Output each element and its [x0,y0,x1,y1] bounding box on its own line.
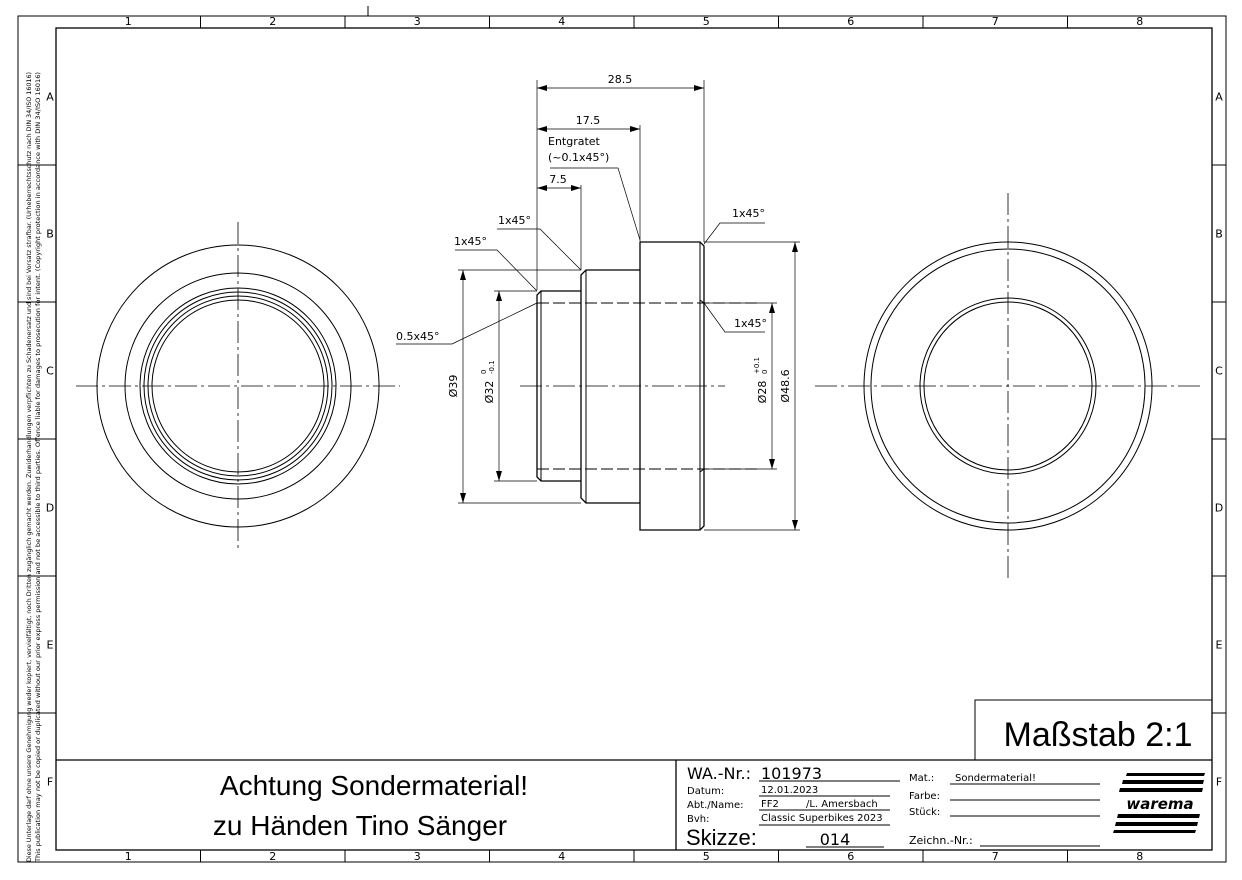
column-label: 7 [992,850,999,863]
deburr-note: Entgratet [548,135,601,148]
column-label: 8 [1136,15,1143,28]
chamfer-label: 1x45° [732,207,765,220]
scale-label: Maßstab 2:1 [1004,716,1193,754]
skizze-label: Skizze: [686,825,757,850]
column-label: 3 [414,850,421,863]
title-block: WA.-Nr.: 101973 Datum: 12.01.2023 Abt./N… [686,764,1205,850]
dim-length-1: 7.5 [549,173,567,186]
row-label: C [46,365,54,378]
dim-length-2: 17.5 [576,114,601,127]
warema-logo: warema [1113,773,1205,833]
row-label: A [1215,91,1223,104]
note-line-2: zu Händen Tino Sänger [213,810,507,841]
dim-dia-39: Ø39 [447,375,460,398]
dim-dia-28: Ø28 [756,381,769,404]
name-value: /L. Amersbach [806,799,878,810]
row-label: D [1215,502,1223,515]
column-label: 4 [558,850,565,863]
abt-label: Abt./Name: [687,800,744,811]
farbe-label: Farbe: [909,791,940,802]
dim-dia-28-tol-lower: 0 [761,370,769,374]
datum-value: 12.01.2023 [761,785,818,796]
logo-text: warema [1126,795,1193,813]
column-label: 3 [414,15,421,28]
left-end-view [76,222,400,548]
copyright-en: This publication may not be copied or du… [35,72,42,863]
row-label: F [47,776,53,789]
row-label: E [47,639,54,652]
mat-value: Sondermaterial! [955,773,1036,784]
column-label: 8 [1136,850,1143,863]
wa-value: 101973 [761,764,822,783]
dim-dia-28-tol-upper: +0.1 [753,357,761,374]
stueck-label: Stück: [909,807,940,818]
side-section-view [520,241,760,531]
column-label: 6 [847,15,854,28]
column-label: 5 [703,15,710,28]
chamfer-label: 1x45° [454,235,487,248]
dim-dia-32-tol-lower: -0.1 [488,360,496,374]
copyright-notice: Diese Unterlage darf ohne unsere Genehmi… [26,72,42,863]
chamfer-label: 1x45° [734,317,767,330]
chamfer-label: 0.5x45° [396,330,440,343]
column-label: 2 [269,15,276,28]
row-label: D [46,502,54,515]
column-label: 4 [558,15,565,28]
zeichn-label: Zeichn.-Nr.: [909,834,973,847]
column-label: 2 [269,850,276,863]
dim-dia-32: Ø32 [483,381,496,404]
right-end-view [815,193,1203,580]
bvh-label: Bvh: [687,814,710,825]
dim-dia-32-tol-upper: 0 [480,370,488,374]
column-label: 1 [125,850,132,863]
zone-grid [18,6,1226,862]
deburr-spec: (~0.1x45°) [548,151,609,164]
column-label: 6 [847,850,854,863]
row-label: A [46,91,54,104]
column-label: 7 [992,15,999,28]
row-label: B [1215,228,1223,241]
skizze-value: 014 [820,830,851,849]
column-label: 1 [125,15,132,28]
datum-label: Datum: [687,786,724,797]
dimensions: 28.5 17.5 7.5 Entgratet (~0.1x45°) 1x45°… [396,73,800,531]
chamfer-label: 1x45° [498,214,531,227]
dim-overall-length: 28.5 [608,73,633,86]
copyright-de: Diese Unterlage darf ohne unsere Genehmi… [26,72,33,862]
wa-label: WA.-Nr.: [687,764,751,783]
abt-value: FF2 [761,799,779,810]
note-line-1: Achtung Sondermaterial! [220,770,528,801]
row-label: B [46,228,54,241]
dim-dia-48-6: Ø48.6 [779,369,792,402]
mat-label: Mat.: [909,773,934,784]
row-label: C [1215,365,1223,378]
column-label: 5 [703,850,710,863]
row-label: E [1216,639,1223,652]
row-label: F [1216,776,1222,789]
bvh-value: Classic Superbikes 2023 [761,813,883,824]
